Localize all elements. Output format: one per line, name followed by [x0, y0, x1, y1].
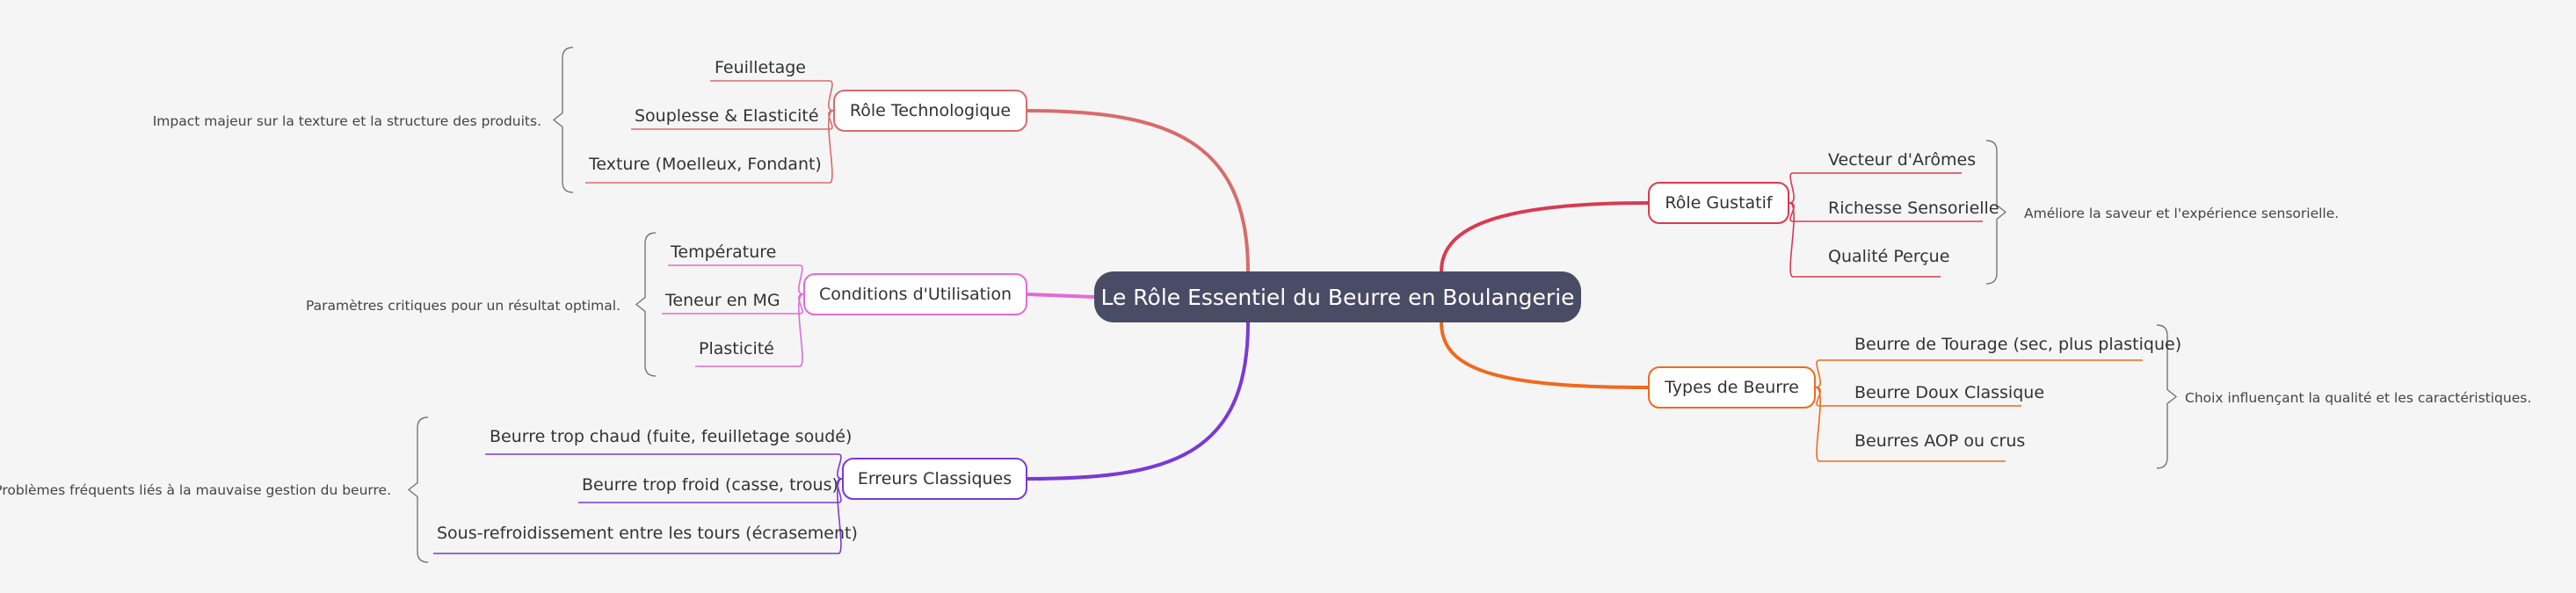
note-conditions-utilisation: Paramètres critiques pour un résultat op…: [306, 298, 620, 314]
leaf-plasticite[interactable]: Plasticité: [699, 339, 774, 358]
note-role-technologique: Impact majeur sur la texture et la struc…: [152, 113, 541, 129]
branch-node-role-technologique[interactable]: Rôle Technologique: [833, 90, 1027, 132]
bracket-technologique: [552, 47, 574, 193]
note-role-gustatif: Améliore la saveur et l'expérience senso…: [2024, 206, 2340, 221]
leaf-beurre-trop-froid[interactable]: Beurre trop froid (casse, trous): [582, 475, 838, 495]
branch-node-conditions-utilisation[interactable]: Conditions d'Utilisation: [803, 273, 1027, 315]
connector-root-erreurs: [1027, 322, 1250, 481]
leaf-qualite-percue[interactable]: Qualité Perçue: [1828, 247, 1950, 266]
branch-node-role-gustatif[interactable]: Rôle Gustatif: [1648, 182, 1789, 224]
leaf-beurre-doux[interactable]: Beurre Doux Classique: [1854, 383, 2045, 402]
leaf-beurres-aop[interactable]: Beurres AOP ou crus: [1854, 431, 2026, 451]
leaf-beurre-tourage[interactable]: Beurre de Tourage (sec, plus plastique): [1854, 335, 2182, 354]
bracket-erreurs: [407, 416, 429, 563]
leaf-teneur-mg[interactable]: Teneur en MG: [665, 291, 780, 310]
connector-root-gustatif: [1440, 201, 1649, 272]
leaf-texture[interactable]: Texture (Moelleux, Fondant): [589, 155, 822, 174]
note-erreurs-classiques: Problèmes fréquents liés à la mauvaise g…: [0, 482, 391, 498]
bracket-conditions: [635, 232, 657, 377]
branch-node-types-de-beurre[interactable]: Types de Beurre: [1648, 366, 1816, 409]
leaf-beurre-trop-chaud[interactable]: Beurre trop chaud (fuite, feuilletage so…: [490, 427, 853, 446]
branch-node-erreurs-classiques[interactable]: Erreurs Classiques: [842, 458, 1027, 500]
connector-root-technologique: [1027, 109, 1250, 272]
leaf-temperature[interactable]: Température: [671, 242, 777, 262]
leaf-sous-refroidissement[interactable]: Sous-refroidissement entre les tours (éc…: [437, 524, 858, 543]
connector-root-conditions: [1027, 293, 1095, 299]
connector-root-types: [1440, 322, 1649, 389]
leaf-feuilletage[interactable]: Feuilletage: [715, 58, 806, 77]
leaf-vecteur-aromes[interactable]: Vecteur d'Arômes: [1828, 150, 1977, 170]
note-types-de-beurre: Choix influençant la qualité et les cara…: [2185, 390, 2532, 406]
leaf-richesse-sensorielle[interactable]: Richesse Sensorielle: [1828, 199, 1999, 218]
root-node[interactable]: Le Rôle Essentiel du Beurre en Boulanger…: [1094, 271, 1581, 322]
leaf-souplesse-elasticite[interactable]: Souplesse & Elasticité: [635, 106, 819, 126]
